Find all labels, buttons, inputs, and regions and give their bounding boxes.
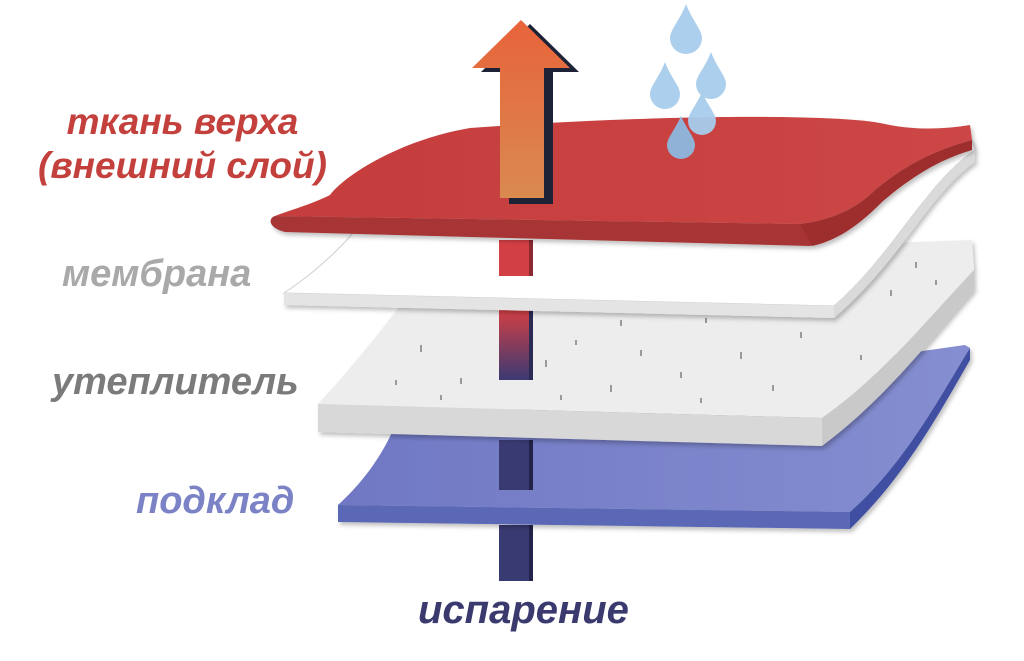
membrane-label: мембрана	[62, 253, 252, 295]
evaporation-arrow-middle	[499, 310, 533, 380]
outer-fabric-layer	[270, 116, 972, 246]
insulation-label: утеплитель	[52, 361, 299, 403]
outer-fabric-label-line2: (внешний слой)	[38, 145, 327, 186]
evaporation-arrow-lower	[499, 440, 533, 490]
up-arrow-icon	[472, 20, 579, 204]
outer-fabric-label-line1: ткань верха	[66, 101, 299, 142]
water-drops-icon	[650, 4, 726, 159]
evaporation-label: испарение	[418, 588, 629, 632]
evaporation-arrow-upper	[499, 240, 533, 276]
evaporation-arrow-bottom	[499, 525, 533, 581]
lining-label: подклад	[136, 480, 295, 522]
outer-fabric-label: ткань верха (внешний слой)	[38, 100, 327, 188]
